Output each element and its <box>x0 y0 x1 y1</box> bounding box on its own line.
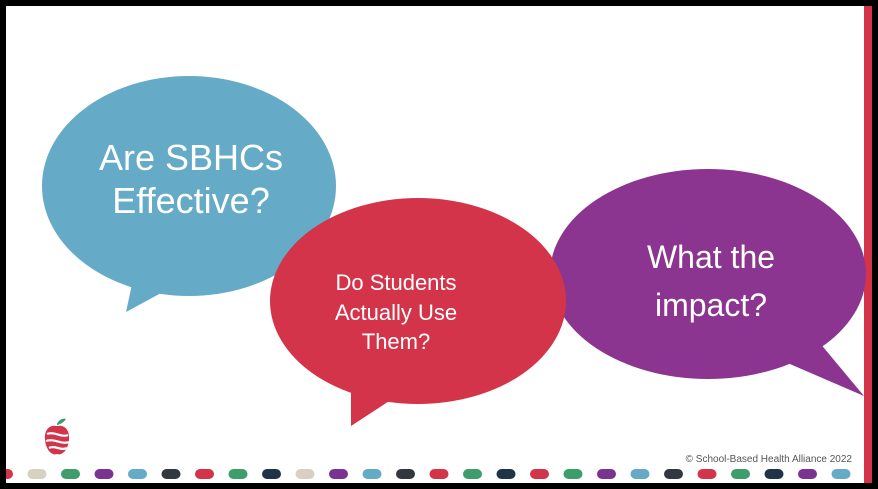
divider-dot <box>61 469 80 479</box>
divider-dot <box>228 469 248 479</box>
divider-dot <box>329 469 348 479</box>
divider-dot <box>362 469 382 479</box>
bubble-red-text: Do Students Actually Use Them? <box>296 268 496 357</box>
dot-divider <box>6 469 851 479</box>
divider-dot <box>161 469 181 479</box>
divider-dot <box>731 469 750 479</box>
copyright-text: © School-Based Health Alliance 2022 <box>683 454 854 465</box>
bubble-blue-line-2: Effective? <box>112 180 270 222</box>
divider-dot <box>664 469 683 479</box>
speech-bubbles <box>42 76 866 426</box>
divider-dot <box>563 469 583 479</box>
bubble-red <box>270 198 566 426</box>
divider-dot <box>798 469 817 479</box>
divider-dot <box>195 469 214 479</box>
slide: Are SBHCs Effective? Do Students Actuall… <box>6 6 872 483</box>
divider-dot <box>831 469 851 479</box>
bubble-red-line-2: Actually Use <box>334 299 458 325</box>
divider-dot <box>295 469 315 479</box>
divider-dot <box>496 469 516 479</box>
divider-dot <box>630 469 650 479</box>
side-stripe <box>864 6 872 483</box>
divider-dot <box>463 469 482 479</box>
bubble-purple <box>550 169 866 396</box>
divider-dot <box>597 469 616 479</box>
divider-dot <box>262 469 281 479</box>
bubble-blue-line-1: Are SBHCs <box>98 137 284 178</box>
divider-dot <box>764 469 784 479</box>
bubble-purple-line-2: impact? <box>654 287 768 323</box>
apple-logo-icon <box>44 418 70 455</box>
bubble-blue <box>42 76 336 312</box>
divider-dot <box>530 469 549 479</box>
bubble-red-line-1: Do Students <box>335 270 457 295</box>
divider-dot <box>429 469 449 479</box>
divider-dot <box>697 469 717 479</box>
divider-dot <box>94 469 114 479</box>
bubble-purple-text: What the impact? <box>576 233 846 329</box>
bubble-purple-line-1: What the <box>646 239 776 275</box>
bubble-red-line-3: Them? <box>361 329 431 355</box>
divider-dot <box>128 469 147 479</box>
divider-dot <box>27 469 47 479</box>
divider-dot <box>396 469 415 479</box>
bubble-blue-text: Are SBHCs Effective? <box>76 136 306 222</box>
divider-dot <box>6 469 13 479</box>
